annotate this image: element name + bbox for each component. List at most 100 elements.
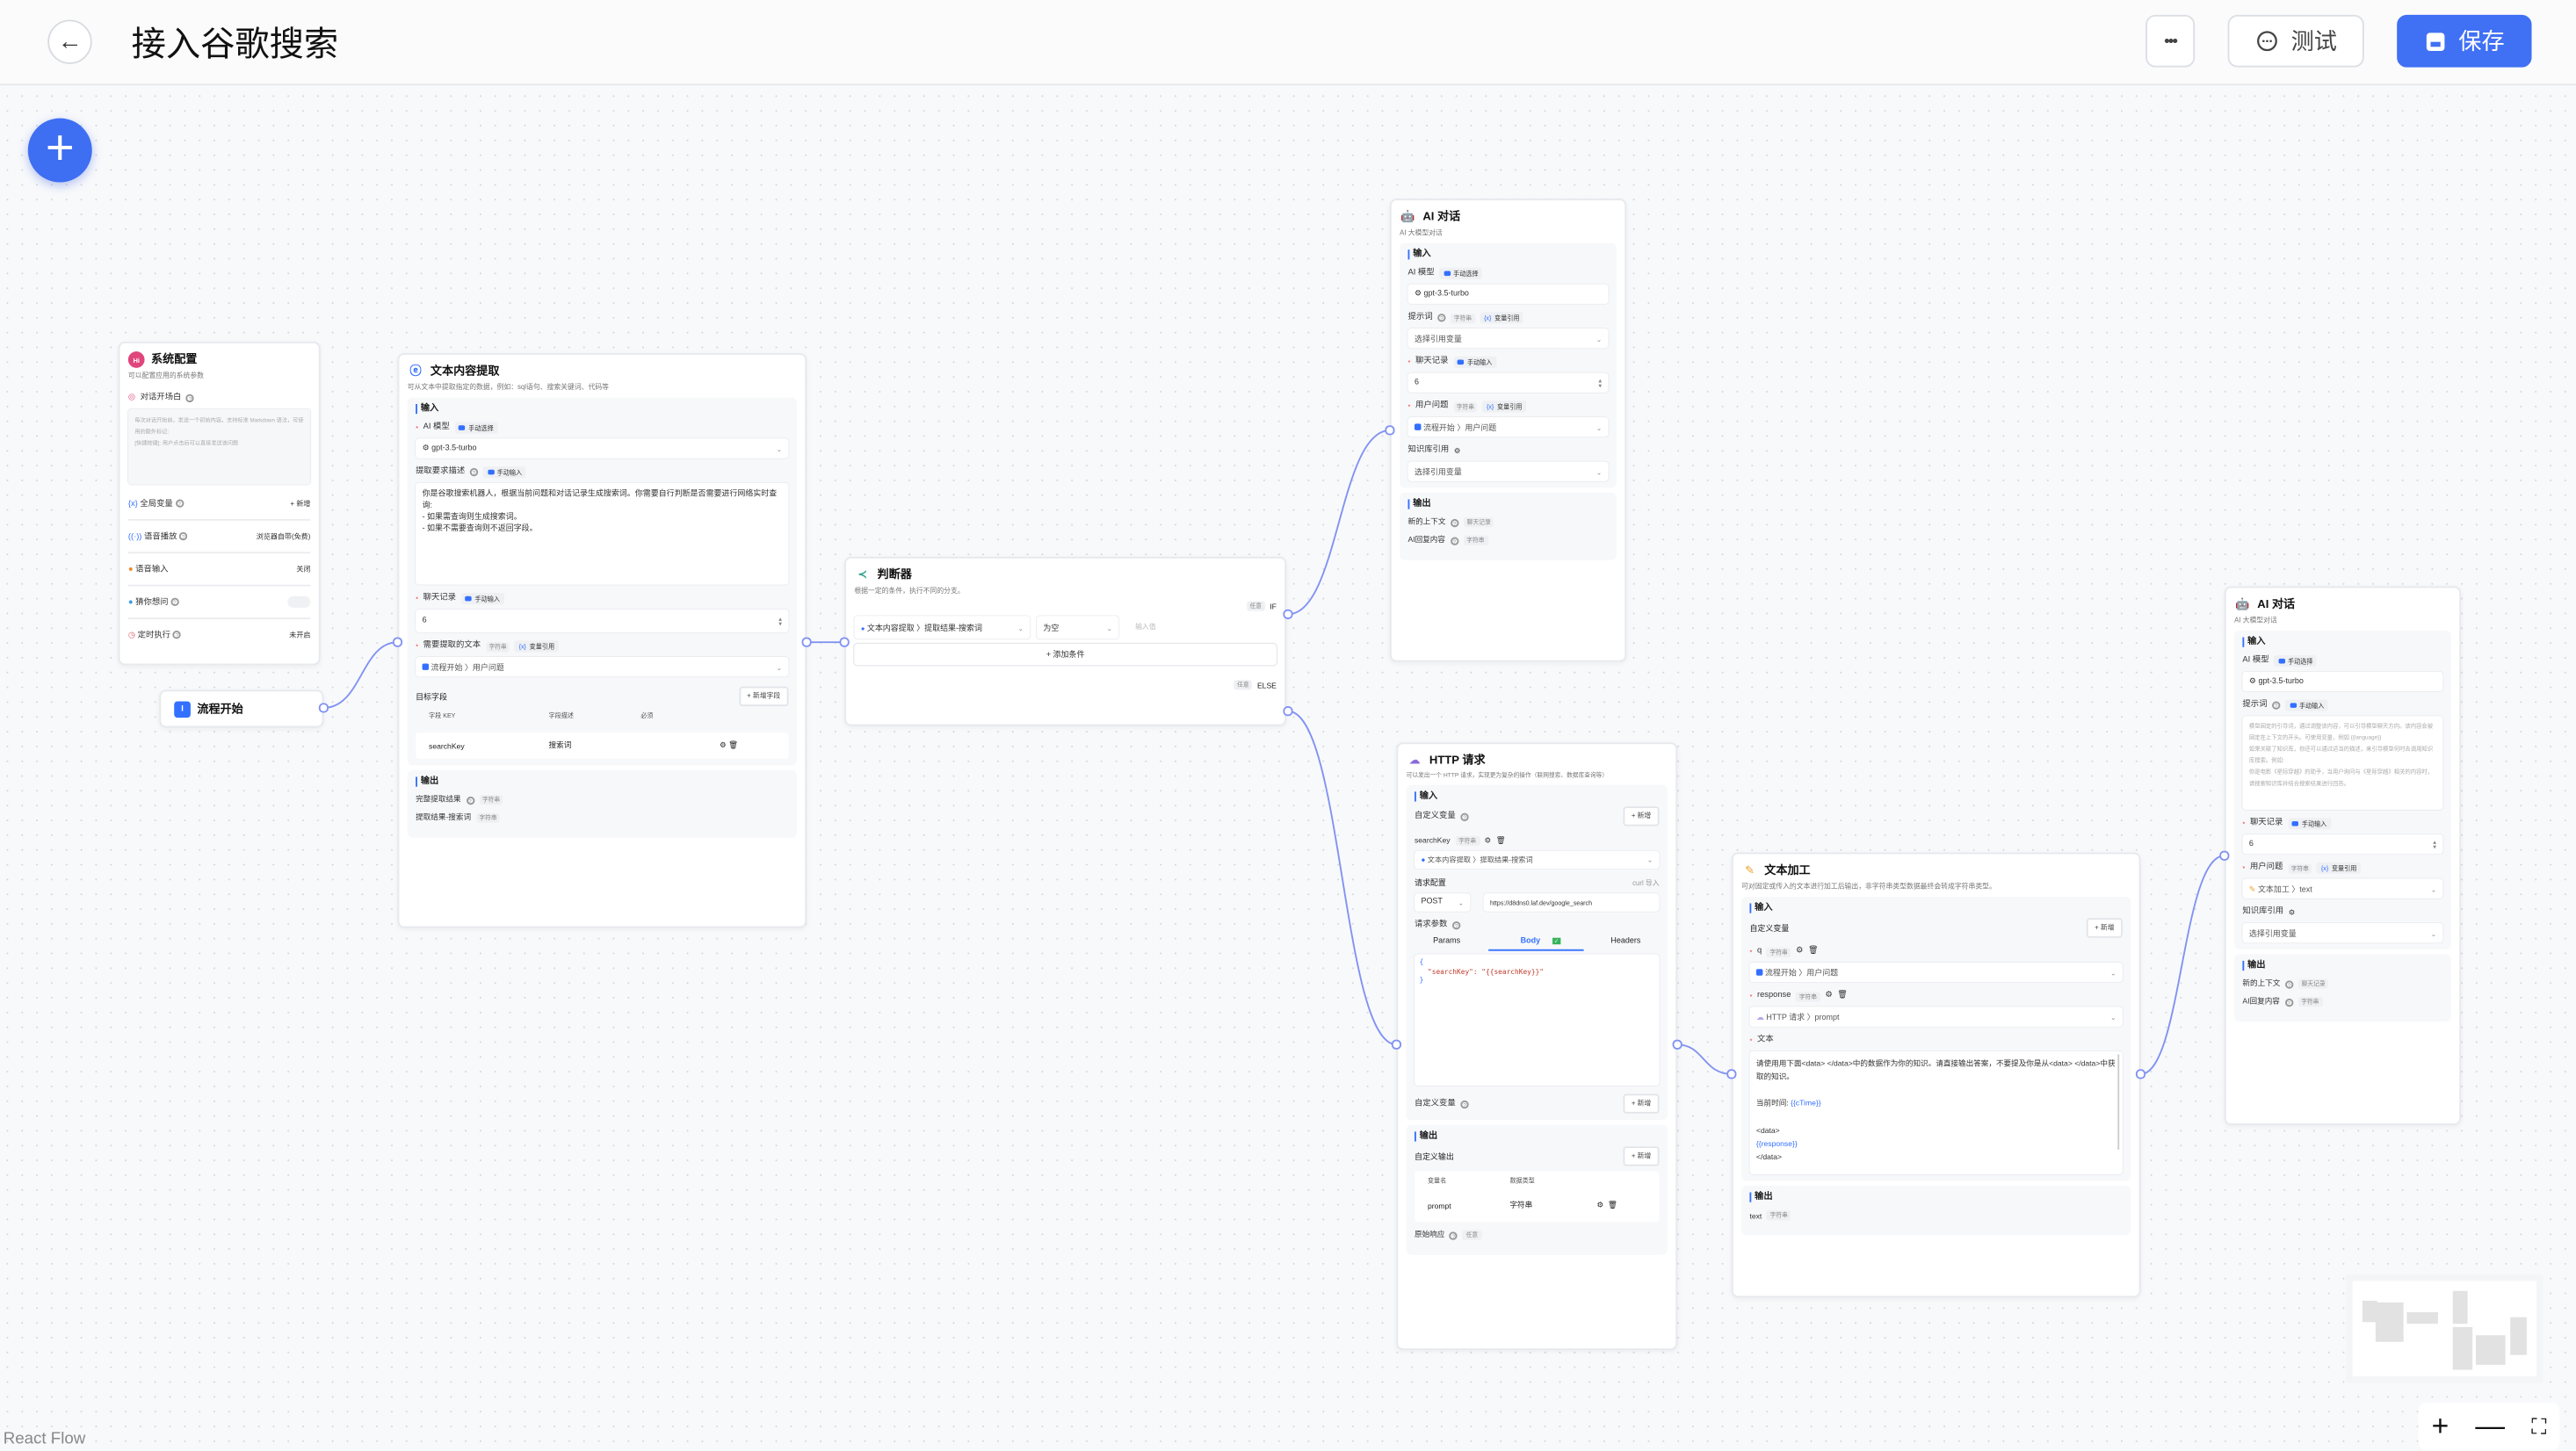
handle-judge-in[interactable] <box>839 637 849 646</box>
add-condition-button[interactable]: + 添加条件 <box>854 644 1277 666</box>
body-editor[interactable]: { "searchKey": "{{searchKey}}" } <box>1414 954 1660 1086</box>
trash-icon[interactable]: 🗑 <box>728 740 739 749</box>
history-mode-tag[interactable]: 手动输入 <box>2287 818 2331 829</box>
add-custom-var-button[interactable]: + 新增 <box>1623 806 1660 827</box>
handle-extract-in[interactable] <box>392 637 402 646</box>
tab-headers[interactable]: Headers <box>1610 937 1641 947</box>
history-stepper[interactable]: 6▴▾ <box>1407 372 1609 393</box>
var-source-select[interactable]: ● 文本内容提取 〉提取结果-搜索词⌄ <box>1414 850 1660 870</box>
add-custom-var-button-2[interactable]: + 新增 <box>1623 1094 1660 1114</box>
add-custom-output-button[interactable]: + 新增 <box>1623 1146 1660 1166</box>
condition-operator-select[interactable]: 为空⌄ <box>1036 616 1119 639</box>
zoom-out-button[interactable]: — <box>2475 1409 2506 1442</box>
handle-ai2-in[interactable] <box>2219 850 2229 860</box>
stepper-arrows-icon[interactable]: ▴▾ <box>778 614 783 628</box>
method-select[interactable]: POST⌄ <box>1414 893 1471 912</box>
history-mode-tag[interactable]: 手动输入 <box>1453 357 1497 368</box>
stepper-arrows-icon[interactable]: ▴▾ <box>1598 376 1603 390</box>
handle-http-out[interactable] <box>1672 1039 1682 1049</box>
trash-icon[interactable]: 🗑 <box>1495 835 1506 845</box>
model-select[interactable]: ⚙ gpt-3.5-turbo <box>1407 284 1609 304</box>
text-template-textarea[interactable]: 请使用用下面<data> </data>中的数据作为你的知识。请直接输出答案，不… <box>1749 1050 2123 1174</box>
question-select[interactable]: 流程开始 〉用户问题⌄ <box>1407 416 1609 437</box>
add-field-button[interactable]: + 新增字段 <box>738 686 789 707</box>
prompt-textarea[interactable]: 模型固定的引导词，通过调整该内容，可以引导模型聊天方向。该内容会被固定在上下文的… <box>2242 716 2443 810</box>
history-mode-tag[interactable]: 手动输入 <box>460 593 504 604</box>
help-icon: ? <box>469 467 479 477</box>
handle-judge-else[interactable] <box>1283 706 1292 716</box>
react-flow-attribution[interactable]: React Flow <box>3 1430 86 1449</box>
question-mode-tag[interactable]: {x}变量引用 <box>1482 401 1527 412</box>
tab-body[interactable]: Body ✓ <box>1487 936 1584 951</box>
test-button[interactable]: 测试 <box>2227 14 2364 68</box>
tab-params[interactable]: Params <box>1433 937 1461 947</box>
condition-variable-select[interactable]: ● 文本内容提取 〉提取结果-搜索词⌄ <box>854 616 1031 639</box>
kb-select[interactable]: 选择引用变量⌄ <box>1407 461 1609 481</box>
curl-import-button[interactable]: curl 导入 <box>1632 877 1660 886</box>
add-global-var-button[interactable]: + 新增 <box>290 498 311 507</box>
question-select[interactable]: ✎ 文本加工 〉text⌄ <box>2242 878 2443 899</box>
model-select[interactable]: ⚙ gpt-3.5-turbo <box>2242 671 2443 692</box>
model-mode-tag[interactable]: 手动选择 <box>1439 268 1483 279</box>
add-custom-var-button[interactable]: + 新增 <box>2086 918 2123 938</box>
settings-icon[interactable]: ⚙ <box>1453 446 1461 455</box>
history-stepper[interactable]: 6▴▾ <box>2242 834 2443 855</box>
back-button[interactable]: ← <box>47 19 92 64</box>
settings-icon[interactable]: ⚙ <box>1596 1200 1604 1209</box>
kb-select[interactable]: 选择引用变量⌄ <box>2242 922 2443 943</box>
url-input[interactable]: https://d8dns0.laf.dev/google_search <box>1483 893 1660 912</box>
handle-textproc-in[interactable] <box>1726 1069 1736 1079</box>
node-ai-chat-2[interactable]: 🤖AI 对话 AI 大模型对话 输入 AI 模型手动选择 ⚙ gpt-3.5-t… <box>2224 586 2462 1125</box>
desc-mode-tag[interactable]: 手动输入 <box>482 466 526 478</box>
trash-icon[interactable]: 🗑 <box>1608 1200 1617 1209</box>
schedule-row[interactable]: ◷ 定时执行 ?未开启 <box>127 630 311 641</box>
zoom-in-button[interactable]: + <box>2431 1409 2449 1442</box>
prompt-select[interactable]: 选择引用变量⌄ <box>1407 328 1609 349</box>
var-response-select[interactable]: ☁ HTTP 请求 〉prompt⌄ <box>1749 1007 2123 1027</box>
minimap[interactable] <box>2346 1274 2543 1383</box>
extract-desc-textarea[interactable]: 你是谷歌搜索机器人，根据当前问题和对话记录生成搜索词。你需要自行判断是否需要进行… <box>416 482 789 585</box>
settings-icon[interactable]: ⚙ <box>1825 990 1833 1000</box>
guess-question-toggle[interactable] <box>287 596 311 608</box>
handle-http-in[interactable] <box>1391 1039 1401 1049</box>
text-mode-tag[interactable]: {x}变量引用 <box>514 640 559 652</box>
handle-textproc-out[interactable] <box>2135 1069 2145 1079</box>
settings-icon[interactable]: ⚙ <box>2288 908 2296 917</box>
var-q-select[interactable]: 流程开始 〉用户问题⌄ <box>1749 962 2123 983</box>
prompt-mode-tag[interactable]: 手动输入 <box>2285 700 2329 711</box>
more-button[interactable]: ••• <box>2145 14 2196 68</box>
handle-start-out[interactable] <box>318 703 329 712</box>
node-text-process[interactable]: ✎文本加工 可对固定或传入的文本进行加工后输出，非字符串类型数据最终会转成字符串… <box>1731 852 2141 1298</box>
fit-view-icon[interactable]: ⛶ <box>2531 1413 2547 1439</box>
model-select[interactable]: ⚙ gpt-3.5-turbo⌄ <box>416 438 789 458</box>
handle-judge-if[interactable] <box>1283 609 1292 619</box>
welcome-textarea[interactable]: 每次对话开始前，发送一个初始内容。支持标准 Markdown 语法，可使用的额外… <box>127 408 311 485</box>
tts-row[interactable]: ((·)) 语音播放 ?浏览器自带(免费) <box>127 521 311 554</box>
stepper-arrows-icon[interactable]: ▴▾ <box>2433 837 2437 851</box>
question-mode-tag[interactable]: {x}变量引用 <box>2317 863 2362 874</box>
model-mode-tag[interactable]: 手动选择 <box>2274 655 2318 667</box>
model-mode-tag[interactable]: 手动选择 <box>454 422 498 434</box>
prompt-mode-tag[interactable]: {x}变量引用 <box>1480 312 1524 323</box>
settings-icon[interactable]: ⚙ <box>720 740 727 749</box>
handle-ai1-in[interactable] <box>1385 425 1394 435</box>
trash-icon[interactable]: 🗑 <box>1808 946 1819 957</box>
trash-icon[interactable]: 🗑 <box>1837 990 1849 1000</box>
textarea-scrollbar[interactable] <box>2117 1054 2120 1150</box>
text-source-select[interactable]: 流程开始 〉用户问题⌄ <box>416 656 789 677</box>
voice-input-row[interactable]: ● 语音输入关闭 <box>127 553 311 587</box>
settings-icon[interactable]: ⚙ <box>1796 946 1804 957</box>
handle-extract-out[interactable] <box>801 637 811 646</box>
history-stepper[interactable]: 6▴▾ <box>416 609 789 632</box>
condition-value-input[interactable]: 输入值 <box>1135 622 1156 632</box>
node-http-request[interactable]: ☁HTTP 请求 可以发出一个 HTTP 请求，实现更为复杂的操作（联网搜索、数… <box>1396 742 1678 1351</box>
node-ai-chat-1[interactable]: 🤖AI 对话 AI 大模型对话 输入 AI 模型手动选择 ⚙ gpt-3.5-t… <box>1389 199 1627 662</box>
add-node-button[interactable]: + <box>27 118 92 183</box>
settings-icon[interactable]: ⚙ <box>1484 835 1492 845</box>
save-button[interactable]: 保存 <box>2397 14 2532 68</box>
